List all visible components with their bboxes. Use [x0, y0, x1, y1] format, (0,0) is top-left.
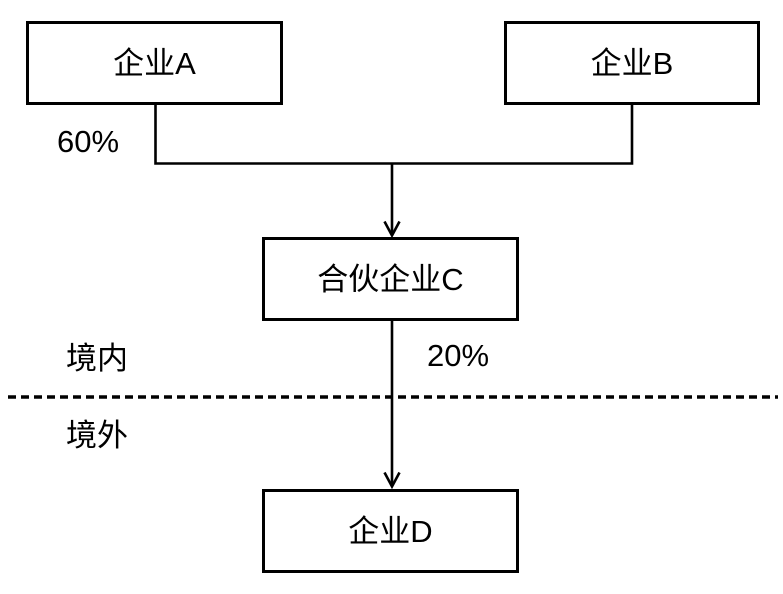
node-enterprise-b: 企业B	[504, 21, 760, 105]
node-enterprise-a: 企业A	[26, 21, 283, 105]
arrowhead-to-d-icon	[383, 471, 401, 490]
node-partnership-c-label: 合伙企业C	[317, 261, 464, 297]
node-partnership-c: 合伙企业C	[262, 237, 519, 321]
arrowhead-to-c-icon	[383, 220, 401, 239]
node-enterprise-d-label: 企业D	[348, 513, 433, 549]
node-enterprise-a-label: 企业A	[113, 45, 196, 81]
node-enterprise-b-label: 企业B	[590, 45, 674, 81]
edge-label-a-ownership-percent: 60%	[57, 124, 120, 159]
connector-a-b-join	[154, 104, 634, 165]
node-enterprise-d: 企业D	[262, 489, 519, 573]
edge-label-c-ownership-percent: 20%	[427, 338, 490, 373]
region-label-overseas: 境外	[66, 418, 128, 453]
region-label-domestic: 境内	[66, 341, 128, 376]
